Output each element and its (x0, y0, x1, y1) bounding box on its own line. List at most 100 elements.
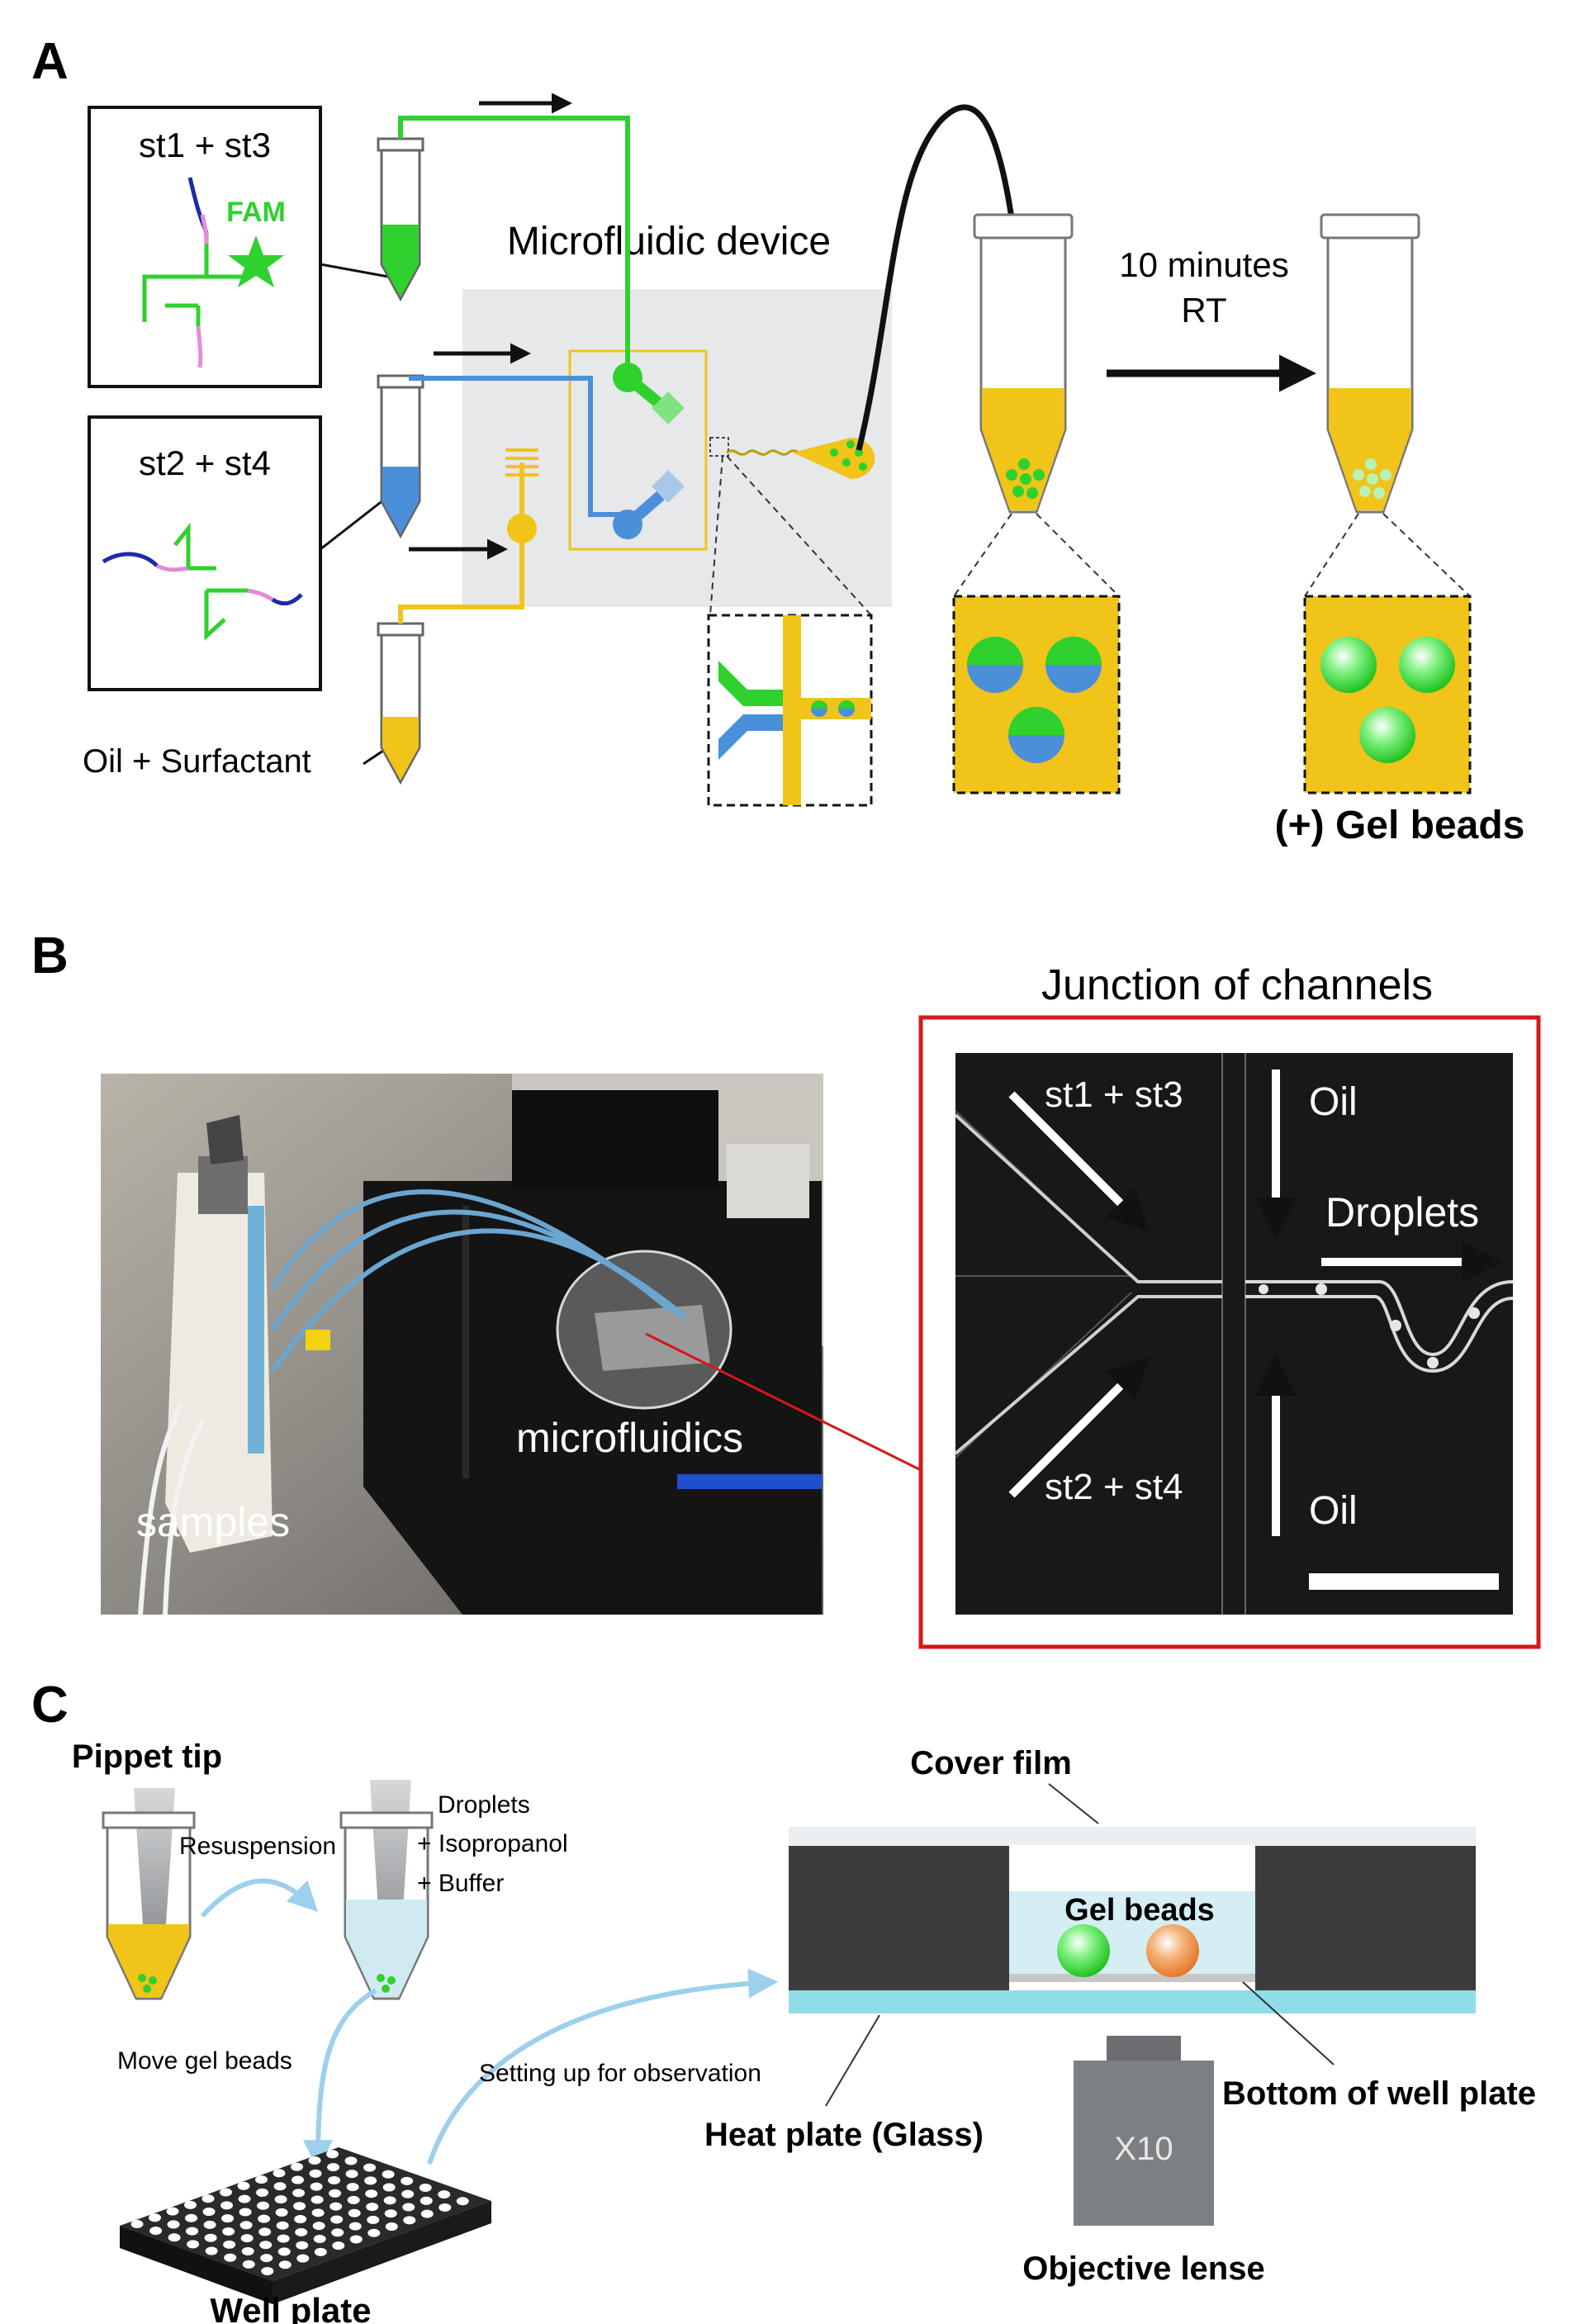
well (365, 2189, 378, 2198)
well (382, 2183, 396, 2192)
tube-blue (377, 374, 424, 539)
well (332, 2241, 345, 2250)
oil-surfactant-label: Oil + Surfactant (83, 743, 311, 780)
tube-with-pipet-tip-2 (339, 1780, 434, 2000)
droplet-zoom-inset (952, 595, 1121, 794)
well (255, 2175, 268, 2184)
micro-label-st2-st4: st2 + st4 (1045, 1467, 1183, 1507)
resuspension-label: Resuspension (179, 1833, 336, 1860)
well (419, 2183, 432, 2192)
strand-box-st1-st3-title: st1 + st3 (139, 126, 271, 164)
well (311, 2195, 324, 2204)
well (242, 2260, 255, 2269)
well (275, 2208, 288, 2217)
well (420, 2196, 433, 2205)
move-gel-beads-label: Move gel beads (117, 2047, 292, 2075)
well (384, 2209, 397, 2218)
well (184, 2200, 197, 2209)
panel-c-label: C (31, 1677, 69, 1734)
well (314, 2247, 327, 2256)
well (344, 2156, 358, 2165)
tube-oil (377, 622, 424, 785)
heat-plate-label: Heat plate (Glass) (704, 2117, 984, 2153)
magnification-label: X10 (1114, 2131, 1173, 2167)
well (240, 2234, 254, 2243)
well (259, 2241, 273, 2250)
well (348, 2208, 361, 2217)
well (308, 2156, 321, 2165)
cover-film-label: Cover film (910, 1745, 1072, 1781)
micro-label-st1-st3: st1 + st3 (1045, 1074, 1183, 1115)
well (367, 2215, 380, 2224)
strand-box-st1-st3: st1 + st3 FAM (88, 106, 322, 388)
setup-photo: microfluidics samples (101, 1074, 922, 1615)
micro-label-oil-bottom: Oil (1309, 1489, 1358, 1533)
well (310, 2182, 323, 2191)
well (402, 2203, 415, 2212)
well-plate-label: Well plate (210, 2291, 371, 2324)
gel-beads-inner-label: Gel beads (1064, 1893, 1215, 1928)
junction-zoom-inset (707, 614, 873, 807)
well (291, 2162, 303, 2171)
well (260, 2254, 273, 2263)
well (385, 2222, 398, 2232)
well (224, 2253, 237, 2262)
fam-label: FAM (226, 197, 286, 228)
well (383, 2196, 396, 2205)
well (149, 2227, 163, 2236)
well (292, 2189, 306, 2198)
well (327, 2163, 340, 2172)
well (149, 2213, 161, 2222)
well (237, 2181, 250, 2190)
photo-label-microfluidics: microfluidics (516, 1415, 743, 1461)
well (130, 2220, 144, 2228)
well (329, 2189, 342, 2198)
junction-title: Junction of channels (1041, 961, 1433, 1009)
well (202, 2208, 216, 2217)
well (204, 2233, 217, 2242)
panel-a-label: A (31, 33, 69, 90)
well (346, 2183, 359, 2192)
well (420, 2209, 434, 2218)
well (222, 2227, 235, 2236)
green-gel-bead (1057, 1924, 1110, 1977)
incubation-time-label: 10 minutes (1119, 245, 1288, 284)
bottom-of-well-plate-label: Bottom of well plate (1222, 2075, 1536, 2112)
gel-bead-zoom-inset (1303, 595, 1472, 794)
fam-star-icon (228, 235, 284, 287)
buffer-reagent-label: + Buffer (417, 1870, 504, 1897)
tube-with-pipet-tip-1 (102, 1788, 196, 2000)
tube-green (377, 137, 424, 302)
well (348, 2222, 362, 2231)
well (258, 2227, 272, 2236)
objective-lens-label: Objective lense (1022, 2250, 1264, 2287)
setting-up-label: Setting up for observation (479, 2060, 761, 2087)
micro-label-droplets: Droplets (1325, 1189, 1479, 1236)
well (364, 2176, 377, 2185)
well (367, 2228, 381, 2237)
panel-b-label: B (31, 927, 69, 984)
well (201, 2194, 215, 2203)
well (296, 2254, 310, 2263)
incubation-temp-label: RT (1181, 291, 1226, 330)
well (168, 2233, 181, 2242)
well (330, 2215, 344, 2224)
collection-tube-droplets (973, 213, 1074, 514)
well (273, 2169, 286, 2178)
well (295, 2227, 308, 2236)
well (185, 2213, 198, 2222)
well (256, 2188, 269, 2197)
orange-gel-bead (1146, 1924, 1199, 1977)
microfluidic-device-label: Microfluidic device (507, 220, 831, 263)
well (205, 2246, 218, 2255)
well (167, 2220, 180, 2229)
well (456, 2197, 469, 2206)
pipet-tip-label: Pippet tip (72, 1738, 222, 1775)
strand-box-st2-st4: st2 + st4 (88, 415, 322, 691)
well (296, 2241, 309, 2250)
well (186, 2227, 199, 2236)
well (257, 2201, 270, 2210)
well (277, 2247, 291, 2256)
well (401, 2189, 415, 2198)
well (345, 2170, 358, 2179)
